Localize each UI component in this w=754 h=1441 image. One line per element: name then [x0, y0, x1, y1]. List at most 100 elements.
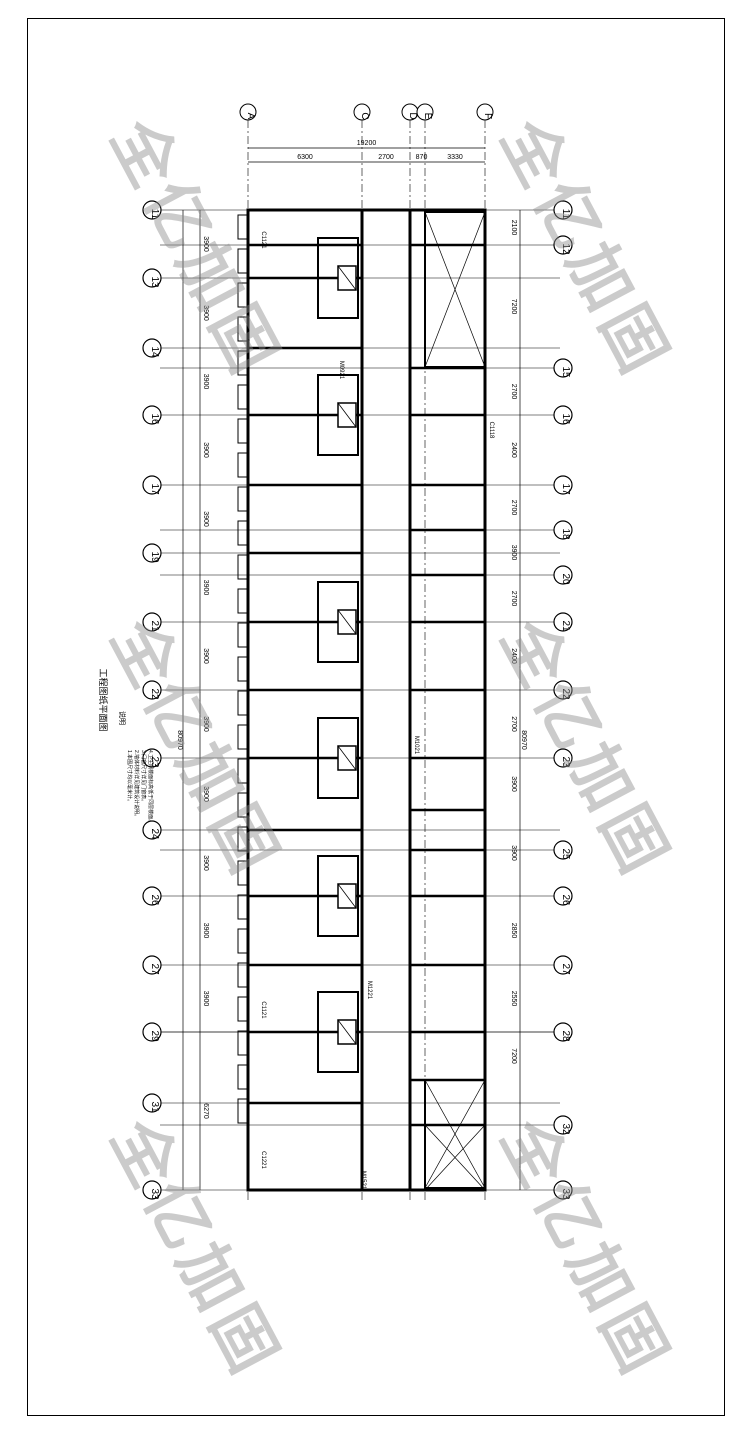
- axis-bubble-left-33: [142, 1180, 162, 1200]
- dim-left-2: 3900: [202, 374, 209, 390]
- window-strip: [237, 656, 249, 682]
- dim-left-4: 3900: [202, 511, 209, 527]
- axis-label-left-14: 14: [149, 346, 160, 358]
- axis-label-right-16: 16: [560, 413, 571, 425]
- dim-right-overall: 80970: [520, 730, 527, 750]
- axis-bubble-right-17: [553, 475, 573, 495]
- window-strip: [237, 894, 249, 920]
- stair-x2-0: [424, 211, 486, 368]
- note-0: 1.本图尺寸均以毫米计。: [126, 750, 133, 804]
- dim-left-6: 3900: [202, 648, 209, 664]
- room-tag-2: M0921: [338, 361, 344, 380]
- window-strip: [237, 962, 249, 988]
- axis-label-left-13: 13: [149, 276, 160, 288]
- shaft-diag-3: [337, 745, 357, 771]
- sheet-title: 工程图纸平面图: [98, 668, 109, 731]
- axis-bubble-right-28: [553, 1022, 573, 1042]
- axis-bubble-right-32: [553, 1115, 573, 1135]
- dim-right-9: 3900: [510, 776, 517, 792]
- dim-left-12: 6270: [202, 1103, 209, 1119]
- dim-right-8: 2700: [510, 716, 517, 732]
- window-strip: [237, 282, 249, 308]
- axis-label-right-21: 21: [560, 620, 571, 632]
- axis-bubble-right-27: [553, 955, 573, 975]
- axis-label-left-19: 19: [149, 551, 160, 563]
- axis-label-left-17: 17: [149, 483, 160, 495]
- dim-top-overall: 19200: [357, 140, 377, 147]
- axis-label-C: C: [359, 112, 370, 119]
- note-3: 4.卫生间楼面标高低于同层楼面。: [147, 750, 154, 824]
- axis-label-left-24: 24: [149, 828, 160, 840]
- sheet-border: [27, 18, 725, 1416]
- axis-bubble-left-27: [142, 955, 162, 975]
- dim-right-13: 7200: [510, 1048, 517, 1064]
- axis-label-right-28: 28: [560, 1030, 571, 1042]
- shaft-diag-2: [337, 609, 357, 635]
- stair-x2-1: [424, 1079, 486, 1189]
- dim-left-7: 3900: [202, 716, 209, 732]
- window-strip: [237, 384, 249, 410]
- axis-label-right-18: 18: [560, 528, 571, 540]
- axis-label-right-22: 22: [560, 688, 571, 700]
- dim-left-3: 3900: [202, 442, 209, 458]
- shaft-diag-4: [337, 883, 357, 909]
- dim-right-7: 2400: [510, 648, 517, 664]
- room-tag-7: M1521: [360, 1171, 366, 1190]
- axis-label-A: A: [245, 113, 256, 120]
- axis-label-left-21: 21: [149, 620, 160, 632]
- axis-bubble-left-23: [142, 748, 162, 768]
- axis-bubble-left-24: [142, 820, 162, 840]
- shaft-diag-0: [337, 265, 357, 291]
- axis-label-F: F: [482, 113, 493, 119]
- window-strip: [237, 316, 249, 342]
- axis-label-left-33: 33: [149, 1188, 160, 1200]
- note-2: 3.门窗尺寸详见门窗表。: [140, 750, 147, 804]
- axis-label-right-23: 23: [560, 756, 571, 768]
- axis-bubble-right-20: [553, 565, 573, 585]
- axis-label-right-27: 27: [560, 963, 571, 975]
- room-tag-1: C1118: [488, 422, 494, 439]
- window-strip: [237, 1064, 249, 1090]
- axis-label-left-31: 31: [149, 1101, 160, 1113]
- room-tag-0: C1121: [260, 231, 266, 249]
- axis-label-right-11: 11: [560, 209, 571, 220]
- axis-bubble-right-18: [553, 520, 573, 540]
- axis-bubble-right-25: [553, 840, 573, 860]
- axis-label-left-11: 11: [149, 209, 160, 220]
- dim-right-3: 2400: [510, 442, 517, 458]
- window-strip: [237, 214, 249, 240]
- dim-right-0: 2100: [510, 220, 517, 236]
- dim-right-10: 3900: [510, 845, 517, 861]
- axis-label-E: E: [422, 113, 433, 120]
- axis-label-left-29: 29: [149, 1030, 160, 1042]
- window-strip: [237, 588, 249, 614]
- axis-bubble-right-26: [553, 886, 573, 906]
- window-strip: [237, 486, 249, 512]
- axis-label-right-20: 20: [560, 573, 571, 585]
- room-tag-4: M1221: [366, 981, 372, 1000]
- dim-left-10: 3900: [202, 923, 209, 939]
- axis-bubble-left-21: [142, 612, 162, 632]
- room-tag-5: C1121: [260, 1001, 266, 1019]
- dim-right-1: 7200: [510, 299, 517, 315]
- window-strip: [237, 996, 249, 1022]
- window-strip: [237, 350, 249, 376]
- axis-bubble-F: [476, 103, 494, 121]
- room-tag-3: M1021: [413, 736, 419, 755]
- window-strip: [237, 622, 249, 648]
- window-strip: [237, 792, 249, 818]
- dim-right-5: 3900: [510, 545, 517, 561]
- bathroom-3: [317, 717, 359, 799]
- dim-right-6: 2700: [510, 591, 517, 607]
- dim-right-12: 2550: [510, 991, 517, 1007]
- axis-label-left-16: 16: [149, 413, 160, 425]
- axis-bubble-right-16: [553, 405, 573, 425]
- dim-left-overall: 80970: [176, 730, 183, 750]
- axis-bubble-left-16: [142, 405, 162, 425]
- window-strip: [237, 928, 249, 954]
- axis-bubble-C: [353, 103, 371, 121]
- axis-bubble-right-23: [553, 748, 573, 768]
- axis-bubble-left-31: [142, 1093, 162, 1113]
- dim-right-4: 2700: [510, 500, 517, 516]
